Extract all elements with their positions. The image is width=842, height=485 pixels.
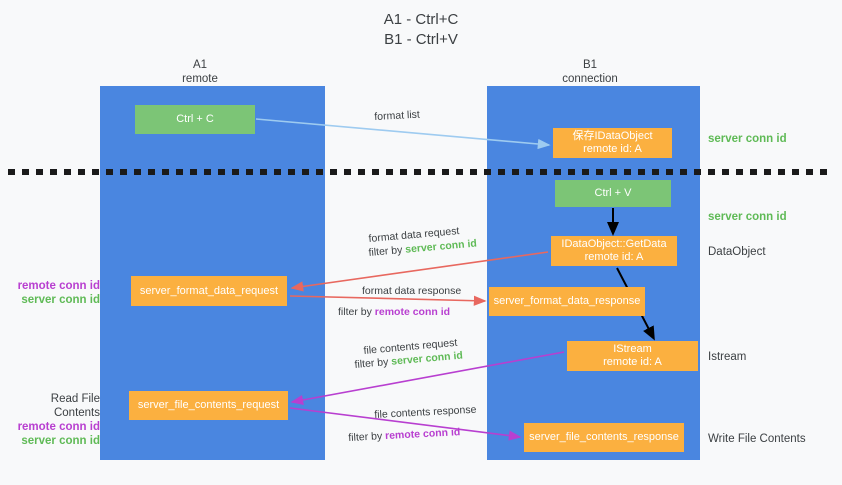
- filter-prefix-4: filter by: [348, 430, 386, 444]
- box-ctrl-v-label: Ctrl + V: [594, 187, 632, 199]
- note-remote-conn-id-file: remote conn id: [17, 421, 100, 433]
- box-server-file-contents-response-label: server_file_contents_response: [529, 431, 679, 443]
- filter-prefix-3: filter by: [354, 355, 392, 371]
- box-server-file-contents-request-label: server_file_contents_request: [137, 399, 280, 411]
- box-server-format-data-request[interactable]: server_format_data_request: [131, 276, 287, 306]
- column-a1-role: remote: [182, 73, 218, 85]
- title-line-1: A1 - Ctrl+C: [383, 11, 459, 28]
- arrow-label-file-contents-response-filter: filter by remote conn id: [348, 425, 461, 445]
- box-istream-line1: IStream: [613, 343, 652, 355]
- column-b1-name: B1: [582, 59, 598, 71]
- box-save-idataobject-line2: remote id: A: [583, 143, 642, 155]
- note-server-conn-id-file: server conn id: [21, 435, 100, 447]
- box-idataobject-getdata[interactable]: IDataObject::GetData remote id: A: [551, 236, 677, 266]
- note-server-conn-id-format: server conn id: [21, 294, 100, 306]
- arrow-label-format-list: format list: [374, 108, 421, 123]
- note-read-file-block: Read File Contents remote conn id server…: [8, 392, 100, 448]
- box-server-file-contents-request[interactable]: server_file_contents_request: [129, 391, 288, 420]
- arrow-label-file-contents-response: file contents response: [374, 403, 477, 421]
- note-dataobject: DataObject: [708, 246, 766, 258]
- note-remote-conn-id-format: remote conn id: [17, 280, 100, 292]
- column-header-a1: A1 remote: [120, 58, 280, 86]
- arrow-label-format-data-response: format data response: [362, 285, 462, 297]
- box-server-format-data-request-label: server_format_data_request: [139, 284, 279, 297]
- box-server-format-data-response[interactable]: server_format_data_response: [489, 287, 645, 316]
- column-header-b1: B1 connection: [510, 58, 670, 86]
- note-conn-ids-format: remote conn id server conn id: [8, 279, 100, 307]
- note-write-file-contents: Write File Contents: [708, 433, 806, 445]
- page-title: A1 - Ctrl+C B1 - Ctrl+V: [0, 10, 842, 50]
- box-ctrl-c-label: Ctrl + C: [176, 113, 214, 125]
- filter-key-4: remote conn id: [384, 426, 461, 443]
- filter-prefix-2: filter by: [338, 306, 375, 318]
- box-ctrl-c[interactable]: Ctrl + C: [135, 105, 255, 134]
- box-istream[interactable]: IStream remote id: A: [567, 341, 698, 371]
- box-server-format-data-response-label: server_format_data_response: [493, 295, 641, 307]
- arrow-label-format-data-response-filter: filter by remote conn id: [338, 305, 450, 319]
- note-server-conn-id-top: server conn id: [708, 133, 787, 145]
- note-read-file-contents: Read File Contents: [50, 393, 100, 419]
- box-getdata-line2: remote id: A: [584, 251, 644, 263]
- box-ctrl-v[interactable]: Ctrl + V: [555, 180, 671, 207]
- note-istream: Istream: [708, 351, 747, 363]
- box-server-file-contents-response[interactable]: server_file_contents_response: [524, 423, 684, 452]
- box-istream-line2: remote id: A: [603, 356, 662, 368]
- title-line-2: B1 - Ctrl+V: [384, 31, 458, 48]
- note-server-conn-id-mid: server conn id: [708, 211, 787, 223]
- box-getdata-line1: IDataObject::GetData: [561, 238, 667, 250]
- filter-prefix-1: filter by: [368, 243, 406, 259]
- column-a1-name: A1: [192, 59, 208, 71]
- box-save-idataobject[interactable]: 保存IDataObject remote id: A: [553, 128, 672, 158]
- box-save-idataobject-line1: 保存IDataObject: [572, 130, 653, 142]
- column-b1-role: connection: [562, 73, 618, 85]
- filter-key-2: remote conn id: [374, 306, 451, 318]
